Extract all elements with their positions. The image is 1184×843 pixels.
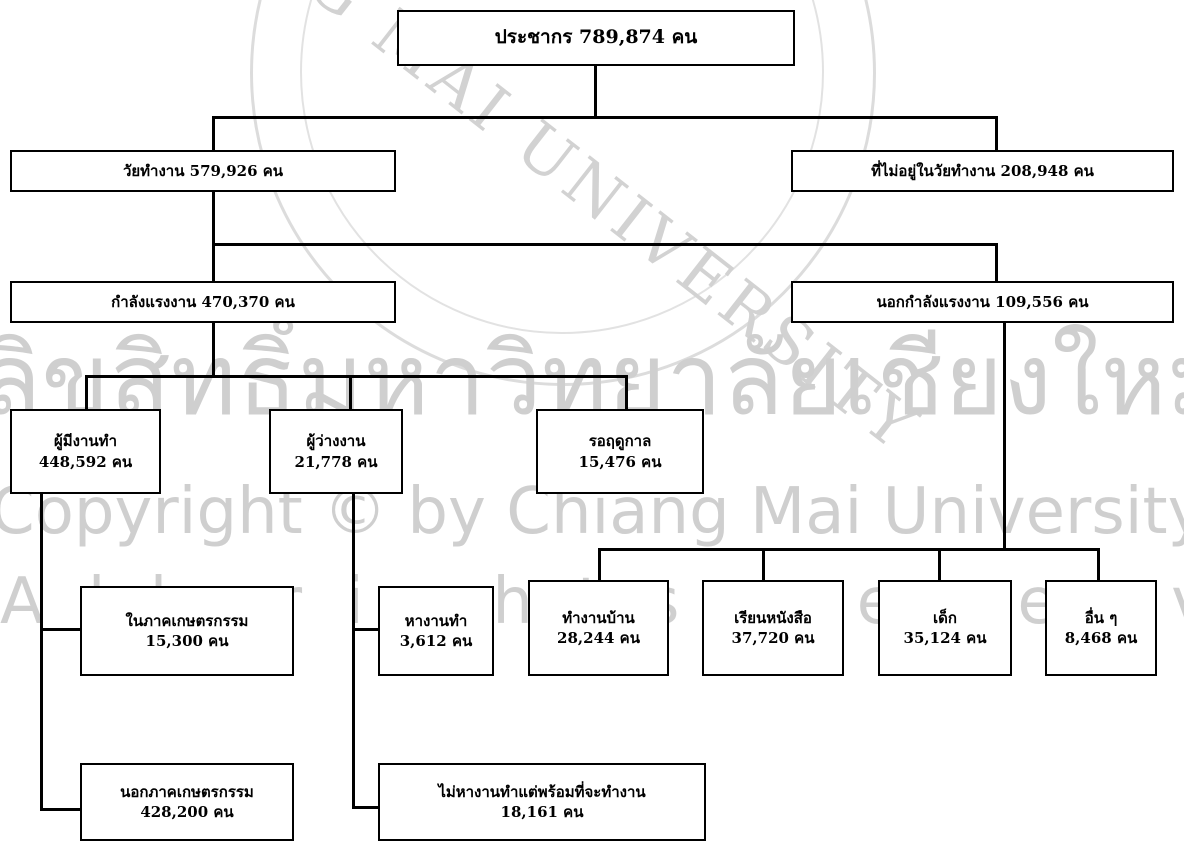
others-value: 8,468 คน <box>1064 629 1138 647</box>
studying-value: 37,720 คน <box>731 629 815 647</box>
seasonal-label: รอฤดูกาล <box>588 432 652 451</box>
connector-to-unemployed <box>349 375 352 410</box>
seeking-value: 3,612 คน <box>399 632 473 650</box>
connector-to-available <box>352 806 380 809</box>
seeking-label: หางานทำ <box>404 611 468 630</box>
outside-labor-force-box: นอกกำลังแรงงาน 109,556 คน <box>791 281 1174 323</box>
working-age-box: วัยทำงาน 579,926 คน <box>10 150 396 192</box>
connector-to-studying <box>762 548 765 582</box>
connector-level3-bar <box>85 375 627 378</box>
non-agri-label: นอกภาคเกษตรกรรม <box>120 782 254 801</box>
non-agri-value: 428,200 คน <box>140 803 234 821</box>
unemployed-box: ผู้ว่างงาน 21,778 คน <box>269 409 403 494</box>
outside-labor-force-text: นอกกำลังแรงงาน 109,556 คน <box>876 292 1089 311</box>
non-working-age-text: ที่ไม่อยู่ในวัยทำงาน 208,948 คน <box>871 161 1094 180</box>
non-agri-box: นอกภาคเกษตรกรรม 428,200 คน <box>80 763 294 841</box>
others-label: อื่น ๆ <box>1084 608 1118 627</box>
labor-force-box: กำลังแรงงาน 470,370 คน <box>10 281 396 323</box>
studying-box: เรียนหนังสือ 37,720 คน <box>702 580 844 676</box>
connector-to-seeking <box>352 628 380 631</box>
children-label: เด็ก <box>933 608 957 627</box>
connector-employed-down <box>40 492 43 810</box>
working-age-text: วัยทำงาน 579,926 คน <box>122 161 284 180</box>
connector-to-seasonal <box>625 375 628 410</box>
studying-label: เรียนหนังสือ <box>734 608 812 627</box>
employed-box: ผู้มีงานทำ 448,592 คน <box>10 409 161 494</box>
agri-value: 15,300 คน <box>145 632 229 650</box>
population-box: ประชากร 789,874 คน <box>397 10 795 66</box>
housework-box: ทำงานบ้าน 28,244 คน <box>528 580 669 676</box>
connector-outside-labor-down <box>1003 321 1006 551</box>
population-text: ประชากร 789,874 คน <box>494 26 698 49</box>
connector-to-agri <box>40 628 82 631</box>
others-box: อื่น ๆ 8,468 คน <box>1045 580 1157 676</box>
connector-working-age-down <box>212 191 215 283</box>
connector-to-others <box>1097 548 1100 582</box>
labor-force-text: กำลังแรงงาน 470,370 คน <box>111 292 295 311</box>
available-box: ไม่หางานทำแต่พร้อมที่จะทำงาน 18,161 คน <box>378 763 706 841</box>
connector-to-housework <box>598 548 601 582</box>
connector-unemployed-down <box>352 492 355 808</box>
employed-value: 448,592 คน <box>38 452 133 471</box>
available-value: 18,161 คน <box>500 803 584 821</box>
housework-value: 28,244 คน <box>557 629 640 647</box>
available-label: ไม่หางานทำแต่พร้อมที่จะทำงาน <box>438 782 646 801</box>
seeking-box: หางานทำ 3,612 คน <box>378 586 494 676</box>
connector-labor-down <box>212 321 215 377</box>
housework-label: ทำงานบ้าน <box>562 608 635 627</box>
employed-label: ผู้มีงานทำ <box>54 432 117 451</box>
connector-level4-bar <box>598 548 1100 551</box>
children-box: เด็ก 35,124 คน <box>878 580 1012 676</box>
connector-to-outside-labor <box>995 243 998 281</box>
connector-to-non-agri <box>40 808 82 811</box>
connector-level2-bar <box>212 243 998 246</box>
agri-label: ในภาคเกษตรกรรม <box>125 611 249 630</box>
connector-to-working-age <box>212 116 215 152</box>
unemployed-value: 21,778 คน <box>294 452 378 471</box>
unemployed-label: ผู้ว่างงาน <box>306 432 366 451</box>
non-working-age-box: ที่ไม่อยู่ในวัยทำงาน 208,948 คน <box>791 150 1174 192</box>
connector-population-down <box>594 64 597 118</box>
connector-to-employed <box>85 375 88 410</box>
connector-to-non-working-age <box>995 116 998 152</box>
seasonal-value: 15,476 คน <box>578 452 662 471</box>
connector-to-children <box>938 548 941 582</box>
seasonal-box: รอฤดูกาล 15,476 คน <box>536 409 704 494</box>
agri-box: ในภาคเกษตรกรรม 15,300 คน <box>80 586 294 676</box>
children-value: 35,124 คน <box>903 629 987 647</box>
connector-level1-bar <box>212 116 998 119</box>
